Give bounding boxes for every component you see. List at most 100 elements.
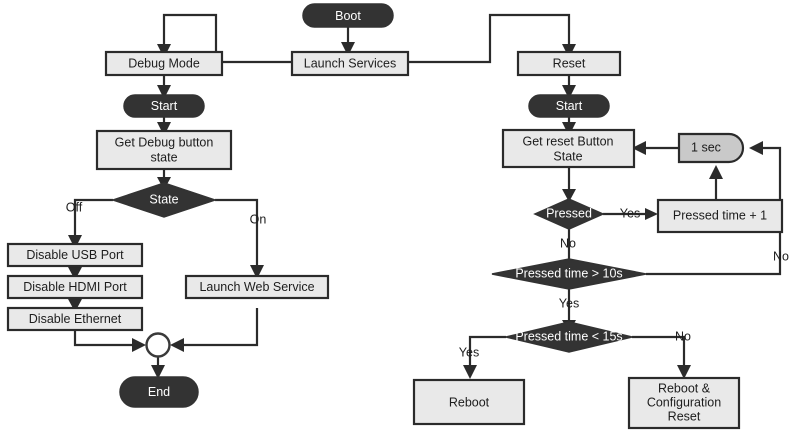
arrowhead-reboot bbox=[463, 365, 477, 379]
state-decision-shape bbox=[110, 182, 218, 218]
reboot-config-reset-shape bbox=[627, 376, 741, 430]
arrowhead-debug-start bbox=[157, 85, 171, 99]
node-launch-web-service[interactable]: Launch Web Service bbox=[184, 274, 330, 300]
launch-web-service-shape bbox=[184, 274, 330, 300]
get-reset-button-state-shape bbox=[501, 128, 636, 169]
arrowhead-disable-hdmi bbox=[68, 267, 82, 280]
arrowhead-end bbox=[151, 365, 165, 379]
pressed-gt-10s-label: Pressed time > 10s bbox=[515, 266, 622, 280]
disable-hdmi-shape bbox=[6, 274, 144, 300]
reboot-label: Reboot bbox=[449, 395, 490, 409]
get-reset-button-state-label-line2: State bbox=[553, 149, 582, 163]
node-reboot-config-reset[interactable]: Reboot & Configuration Reset bbox=[627, 376, 741, 430]
node-get-reset-button-state[interactable]: Get reset Button State bbox=[501, 128, 636, 169]
edge-label-group: Off On Yes No Yes No Yes No bbox=[66, 200, 789, 359]
node-boot[interactable]: Boot bbox=[302, 3, 394, 28]
arrowhead-merge-left bbox=[132, 338, 146, 352]
disable-ethernet-shape bbox=[6, 306, 144, 332]
node-get-debug-button-state[interactable]: Get Debug button state bbox=[95, 129, 233, 171]
reset-shape bbox=[516, 50, 622, 77]
get-debug-button-state-label-line2: state bbox=[150, 150, 177, 164]
edge-lt15s-no bbox=[632, 335, 686, 368]
node-disable-usb-port[interactable]: Disable USB Port bbox=[6, 242, 144, 268]
boot-label: Boot bbox=[335, 9, 361, 23]
end-shape bbox=[119, 376, 199, 408]
get-debug-button-state-label-line1: Get Debug button bbox=[115, 135, 214, 149]
edge-label-state-on: On bbox=[250, 212, 267, 226]
launch-services-label: Launch Services bbox=[304, 56, 396, 70]
node-reset[interactable]: Reset bbox=[516, 50, 622, 77]
node-state-decision[interactable]: State bbox=[110, 182, 218, 218]
reboot-config-reset-label-line3: Reset bbox=[668, 409, 701, 423]
node-reboot[interactable]: Reboot bbox=[412, 378, 526, 426]
edge-launchwebservice-to-merge bbox=[181, 308, 259, 347]
node-disable-hdmi-port[interactable]: Disable HDMI Port bbox=[6, 274, 144, 300]
node-pressed-decision[interactable]: Pressed bbox=[533, 198, 605, 230]
one-sec-shape bbox=[677, 132, 745, 164]
node-merge-connector[interactable] bbox=[145, 332, 171, 358]
boot-shape bbox=[302, 3, 394, 28]
disable-usb-label: Disable USB Port bbox=[26, 248, 124, 262]
pressed-time-plus-one-shape bbox=[656, 198, 784, 234]
merge-circle-shape bbox=[145, 332, 171, 358]
one-sec-label: 1 sec bbox=[691, 140, 721, 154]
debug-start-label: Start bbox=[151, 99, 178, 113]
edge-group-left bbox=[68, 75, 264, 379]
launch-web-service-label: Launch Web Service bbox=[199, 280, 314, 294]
reset-label: Reset bbox=[553, 56, 586, 70]
node-debug-mode[interactable]: Debug Mode bbox=[104, 50, 224, 77]
pressed-lt-15s-label: Pressed time < 15s bbox=[515, 329, 622, 343]
pressed-decision-shape bbox=[533, 198, 605, 230]
edge-state-off bbox=[73, 198, 113, 238]
node-disable-ethernet[interactable]: Disable Ethernet bbox=[6, 306, 144, 332]
debug-start-shape bbox=[123, 94, 205, 118]
reboot-config-reset-label-line2: Configuration bbox=[647, 395, 721, 409]
node-reset-start[interactable]: Start bbox=[528, 94, 610, 118]
pressed-time-plus-one-label: Pressed time + 1 bbox=[673, 208, 767, 222]
edge-launchservices-to-debugmode bbox=[162, 13, 292, 64]
reboot-config-reset-label-line1: Reboot & bbox=[658, 381, 711, 395]
debug-mode-shape bbox=[104, 50, 224, 77]
edge-label-lt15s-yes: Yes bbox=[459, 345, 479, 359]
edge-label-state-off: Off bbox=[66, 200, 83, 214]
pressed-decision-label: Pressed bbox=[546, 206, 592, 220]
arrowhead-getresetstate-right bbox=[632, 141, 646, 155]
launch-services-shape bbox=[290, 50, 410, 77]
state-decision-label: State bbox=[149, 192, 178, 206]
edge-label-pressed-no: No bbox=[560, 236, 576, 250]
reset-start-label: Start bbox=[556, 99, 583, 113]
edge-label-pressed-yes: Yes bbox=[620, 206, 640, 220]
reboot-shape bbox=[412, 378, 526, 426]
reset-start-shape bbox=[528, 94, 610, 118]
disable-usb-shape bbox=[6, 242, 144, 268]
end-label: End bbox=[148, 385, 170, 399]
edge-ethernet-to-merge bbox=[73, 329, 135, 347]
disable-ethernet-label: Disable Ethernet bbox=[29, 312, 122, 326]
node-end[interactable]: End bbox=[119, 376, 199, 408]
arrowhead-disable-ethernet bbox=[68, 299, 82, 312]
get-debug-button-state-shape bbox=[95, 129, 233, 171]
arrowhead-reboot-config-reset bbox=[677, 365, 691, 379]
node-1-sec-delay[interactable]: 1 sec bbox=[677, 132, 745, 164]
edge-lt15s-yes bbox=[468, 335, 506, 368]
arrowhead-disable-usb bbox=[68, 235, 82, 249]
edge-label-lt15s-no: No bbox=[675, 329, 691, 343]
arrowhead-1sec-right bbox=[749, 141, 763, 155]
arrowhead-launchwebservice bbox=[250, 265, 264, 279]
node-pressed-time-plus-one[interactable]: Pressed time + 1 bbox=[656, 198, 784, 234]
arrowhead-pressedtimeplus1 bbox=[645, 208, 658, 220]
node-pressed-lt-15s-decision[interactable]: Pressed time < 15s bbox=[505, 321, 633, 353]
node-launch-services[interactable]: Launch Services bbox=[290, 50, 410, 77]
get-reset-button-state-label-line1: Get reset Button bbox=[522, 134, 613, 148]
disable-hdmi-label: Disable HDMI Port bbox=[23, 280, 127, 294]
arrowhead-reset-start bbox=[562, 85, 576, 99]
node-pressed-gt-10s-decision[interactable]: Pressed time > 10s bbox=[491, 258, 647, 290]
pressed-gt-10s-shape bbox=[491, 258, 647, 290]
arrowhead-merge-right bbox=[170, 338, 184, 352]
arrowhead-pressed-decision bbox=[562, 189, 576, 202]
edge-state-on bbox=[215, 198, 259, 268]
edge-label-gt10s-yes: Yes bbox=[559, 296, 579, 310]
node-debug-start[interactable]: Start bbox=[123, 94, 205, 118]
